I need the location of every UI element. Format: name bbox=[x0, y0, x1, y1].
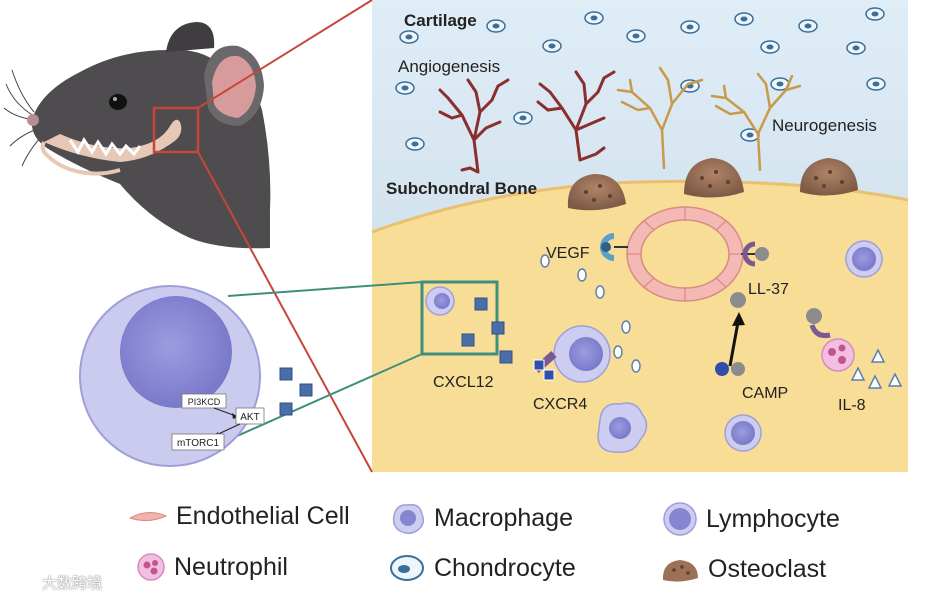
neutrophil-cell bbox=[806, 308, 855, 372]
blood-vessels bbox=[438, 70, 616, 174]
chondrocyte bbox=[734, 12, 754, 26]
cxcr4-lymphocyte bbox=[533, 325, 611, 383]
legend-chondrocyte: Chondrocyte bbox=[388, 553, 576, 583]
chondrocyte bbox=[865, 7, 885, 21]
osteoclast bbox=[567, 174, 626, 211]
chondrocyte bbox=[680, 20, 700, 34]
chondrocyte bbox=[486, 19, 506, 33]
vegf-molecules bbox=[540, 254, 641, 373]
il8-molecules bbox=[850, 348, 903, 389]
svg-text:mTORC1: mTORC1 bbox=[177, 438, 219, 449]
neurogenesis-label: Neurogenesis bbox=[772, 116, 877, 135]
chondrocyte bbox=[740, 128, 760, 142]
chondrocyte bbox=[798, 19, 818, 33]
vegf-receptor bbox=[600, 233, 628, 261]
camp-arrow bbox=[728, 312, 745, 367]
cxcr4-label: CXCR4 bbox=[533, 396, 587, 413]
legend-neutrophil: Neutrophil bbox=[136, 552, 288, 582]
subchondral-bone-label: Subchondral Bone bbox=[386, 179, 537, 198]
blood-vessel bbox=[438, 78, 510, 174]
pathway-akt: AKT bbox=[235, 407, 265, 425]
legend-label: Endothelial Cell bbox=[176, 502, 350, 530]
vegf-label: VEGF bbox=[546, 245, 590, 262]
chondrocyte bbox=[846, 41, 866, 55]
neutrophil-icon bbox=[137, 553, 165, 581]
ll37-receptor bbox=[741, 241, 769, 267]
legend-lymphocyte: Lymphocyte bbox=[662, 502, 840, 536]
lymphocyte-icon bbox=[663, 502, 697, 536]
macrophage-icon bbox=[392, 503, 425, 534]
nerve-fiber bbox=[616, 66, 704, 170]
osteoclast bbox=[684, 158, 744, 198]
legend-label: Macrophage bbox=[434, 503, 573, 532]
legend-endothelial-cell: Endothelial Cell bbox=[128, 502, 350, 531]
tissue-panel: Cartilage Angiogenesis Neurogenesis Subc… bbox=[371, 0, 909, 472]
legend-label: Neutrophil bbox=[174, 552, 288, 581]
il8-label: IL-8 bbox=[838, 397, 866, 414]
chondrocyte-icon bbox=[390, 555, 424, 581]
watermark: 大数跨境 bbox=[6, 572, 102, 593]
pathway-pi3kcd: PI3KCD bbox=[181, 393, 227, 409]
chondrocyte bbox=[405, 137, 425, 151]
chondrocyte bbox=[513, 111, 533, 125]
nerve-fiber bbox=[710, 72, 802, 172]
chondrocyte bbox=[542, 39, 562, 53]
pathway-mtorc1: mTORC1 bbox=[171, 433, 225, 451]
zoom-line-top bbox=[197, 0, 373, 109]
ll37-peptide bbox=[730, 292, 746, 308]
chondrocyte bbox=[760, 40, 780, 54]
chondrocytes bbox=[395, 7, 886, 151]
legend-label: Lymphocyte bbox=[706, 504, 840, 533]
joint-zoom-box bbox=[152, 106, 200, 154]
angiogenesis-label: Angiogenesis bbox=[398, 57, 500, 76]
blood-vessel bbox=[536, 70, 616, 162]
legend-label: Chondrocyte bbox=[434, 553, 576, 582]
macrophage-cell bbox=[597, 402, 648, 453]
camp-label: CAMP bbox=[742, 385, 788, 402]
chondrocyte bbox=[866, 77, 886, 91]
osteoclast bbox=[800, 158, 858, 196]
cell-zoom-line-top bbox=[227, 281, 423, 297]
legend-macrophage: Macrophage bbox=[390, 500, 573, 536]
watermark-logo-icon bbox=[7, 575, 41, 590]
zoomed-lymphocyte: PI3KCD AKT mTORC1 bbox=[79, 285, 265, 467]
cell-zoom-line-bottom bbox=[227, 353, 423, 441]
mouse-head-illustration bbox=[3, 22, 271, 249]
watermark-text: 大数跨境 bbox=[42, 574, 103, 592]
cxcl12-label: CXCL12 bbox=[433, 374, 494, 391]
osteoclasts bbox=[567, 158, 858, 211]
legend-label: Osteoclast bbox=[708, 555, 827, 583]
chondrocyte bbox=[399, 30, 419, 44]
legend-osteoclast: Osteoclast bbox=[660, 555, 826, 584]
ll37-label: LL-37 bbox=[748, 281, 789, 298]
cartilage-label: Cartilage bbox=[404, 11, 477, 30]
chondrocyte bbox=[395, 81, 415, 95]
lymphocyte-cell bbox=[845, 240, 883, 278]
cxcl12-zoom-box bbox=[420, 280, 513, 364]
zoom-line-bottom bbox=[197, 151, 373, 473]
osteoclast-icon bbox=[662, 559, 698, 582]
svg-text:AKT: AKT bbox=[240, 412, 259, 423]
vessel-cross-section bbox=[626, 206, 744, 302]
chondrocyte bbox=[584, 11, 604, 25]
nerve-fibers bbox=[616, 66, 802, 172]
chondrocyte bbox=[626, 29, 646, 43]
camp-molecule bbox=[715, 362, 745, 376]
svg-text:PI3KCD: PI3KCD bbox=[188, 397, 221, 407]
cartilage-region bbox=[372, 0, 908, 232]
endothelial-cell-icon bbox=[128, 511, 168, 521]
cxcl12-molecules bbox=[279, 367, 313, 416]
lymphocyte-cell bbox=[724, 414, 762, 452]
